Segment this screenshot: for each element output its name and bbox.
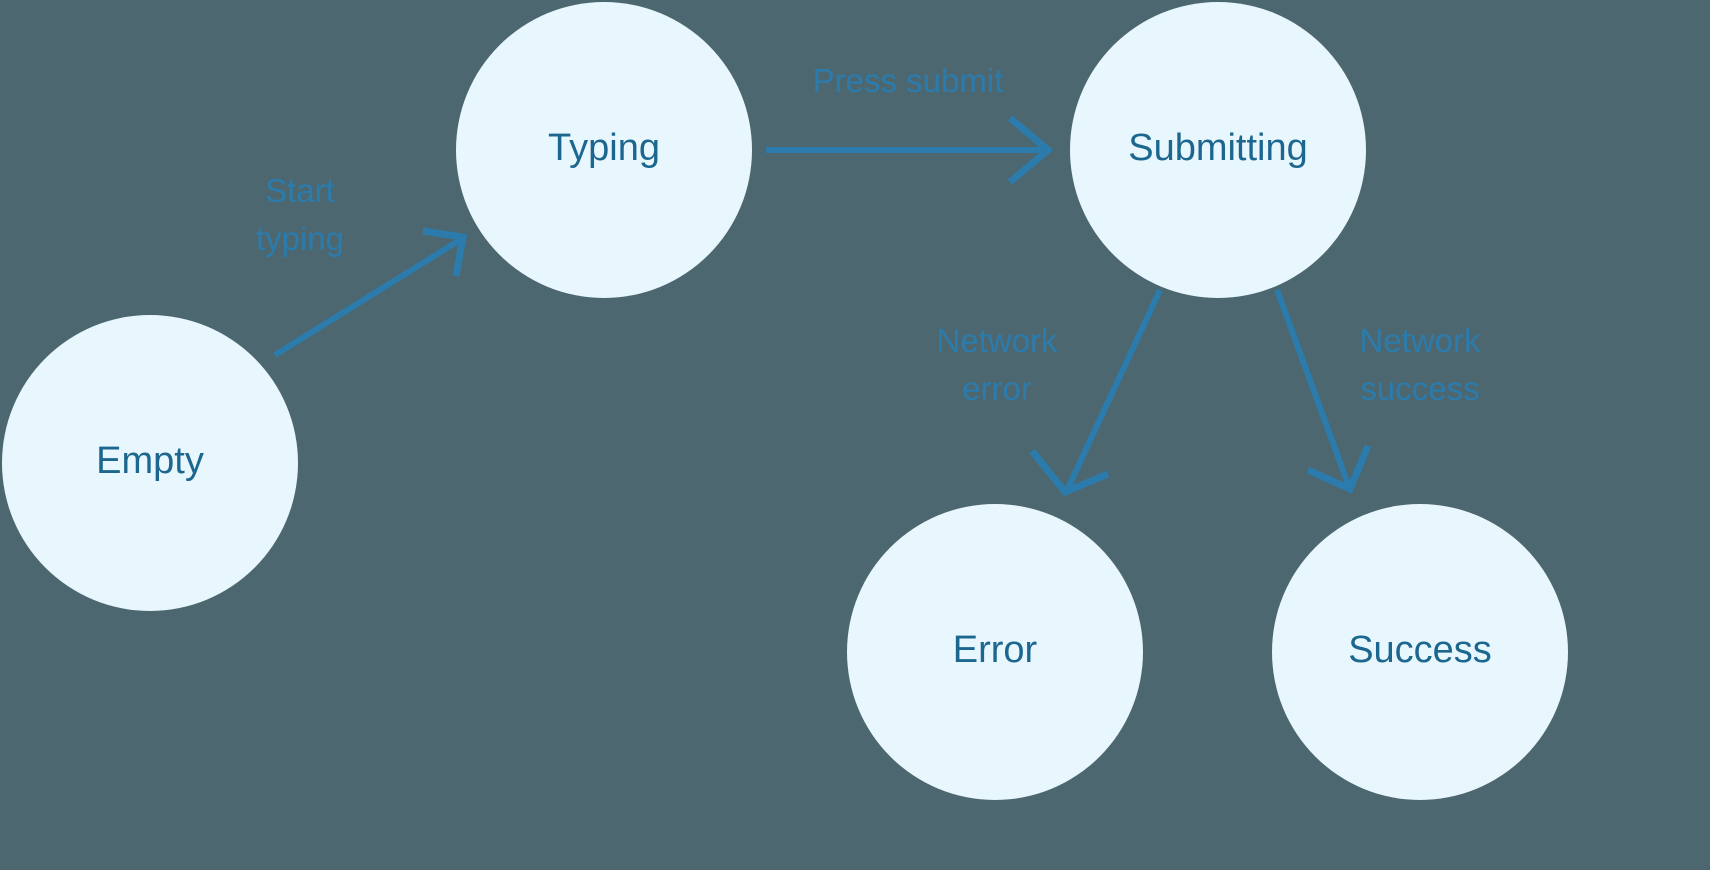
edge-submitting-to-success-line <box>1274 288 1351 486</box>
edge-empty-to-typing-label-line2: typing <box>256 220 344 257</box>
edge-empty-to-typing: Start typing <box>256 172 468 358</box>
edge-empty-to-typing-line <box>273 237 462 358</box>
state-node-success-label: Success <box>1348 629 1492 671</box>
edge-submitting-to-error-label-line2: error <box>962 370 1032 407</box>
state-node-typing-label: Typing <box>548 127 660 169</box>
edge-empty-to-typing-label-line1: Start <box>265 172 335 209</box>
state-node-typing[interactable]: Typing <box>456 2 752 298</box>
edge-typing-to-submitting: Press submit <box>766 62 1054 185</box>
edge-submitting-to-success-label-line1: Network <box>1359 322 1481 359</box>
edge-submitting-to-success: Network success <box>1274 288 1481 494</box>
state-node-submitting-circle[interactable] <box>1070 2 1366 298</box>
edge-submitting-to-error-arrowhead <box>1029 448 1110 497</box>
state-node-empty-label: Empty <box>96 440 204 482</box>
edge-submitting-to-error: Network error <box>936 288 1163 497</box>
state-node-empty-circle[interactable] <box>2 315 298 611</box>
edge-submitting-to-error-line <box>1065 288 1163 490</box>
state-node-error-label: Error <box>953 629 1038 671</box>
edge-typing-to-submitting-arrowhead <box>1007 115 1054 185</box>
state-node-submitting-label: Submitting <box>1128 127 1308 169</box>
state-node-error-circle[interactable] <box>847 504 1143 800</box>
edge-typing-to-submitting-label-line1: Press submit <box>813 62 1004 99</box>
edge-empty-to-typing-arrowhead <box>422 227 468 277</box>
edge-submitting-to-success-label-line2: success <box>1360 370 1479 407</box>
state-node-error[interactable]: Error <box>847 504 1143 800</box>
state-node-success-circle[interactable] <box>1272 504 1568 800</box>
state-node-empty[interactable]: Empty <box>2 315 298 611</box>
edge-submitting-to-success-arrowhead <box>1306 444 1372 494</box>
state-node-success[interactable]: Success <box>1272 504 1568 800</box>
state-node-submitting[interactable]: Submitting <box>1070 2 1366 298</box>
edge-submitting-to-error-label-line1: Network <box>936 322 1058 359</box>
state-node-typing-circle[interactable] <box>456 2 752 298</box>
